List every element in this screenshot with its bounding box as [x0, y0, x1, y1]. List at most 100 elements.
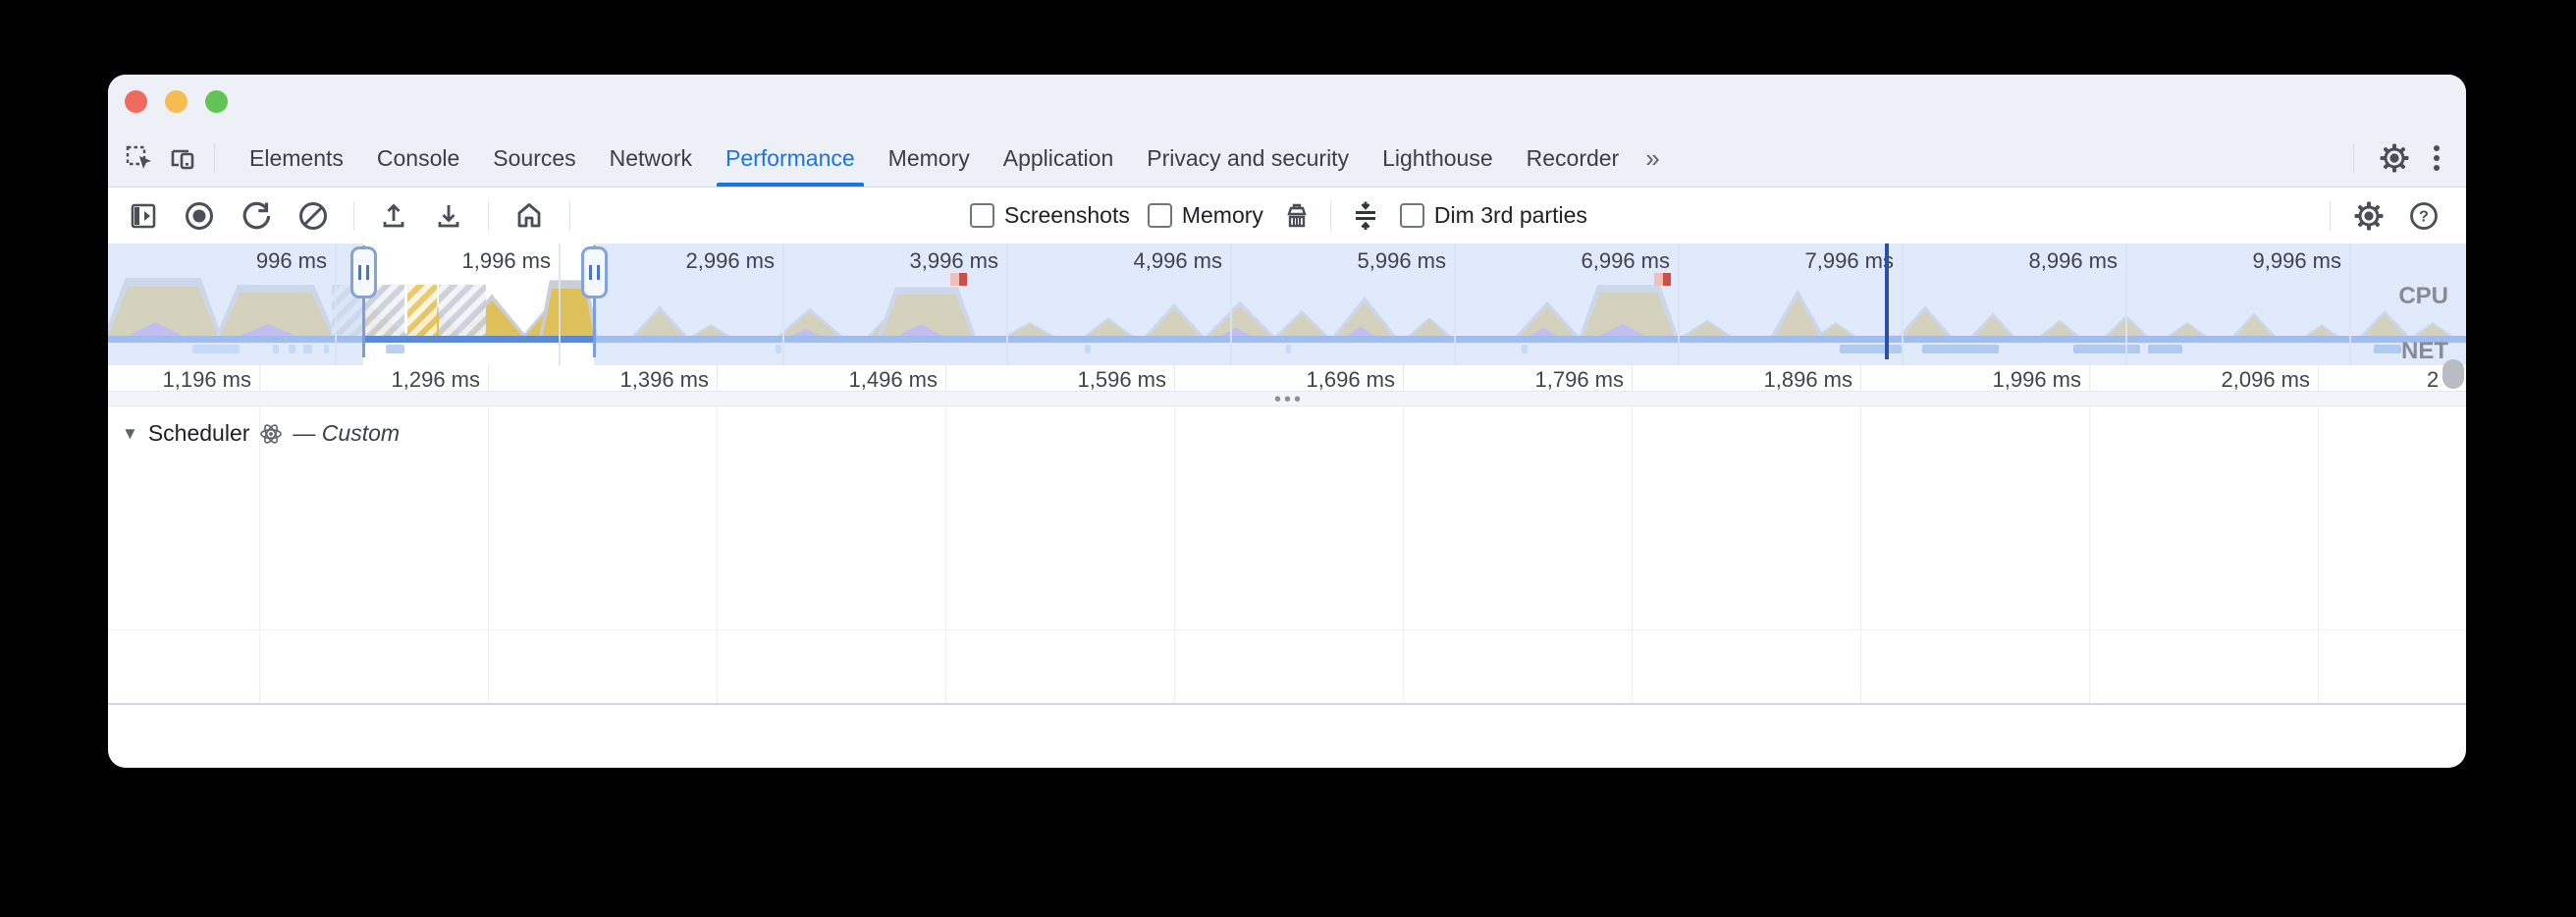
overview-time-label: 3,996 ms	[910, 248, 999, 274]
overview-gridline	[1902, 243, 1904, 365]
tab-application[interactable]: Application	[987, 130, 1131, 187]
ruler-time-label: 1,796 ms	[1535, 367, 1625, 393]
settings-gear-icon[interactable]	[2378, 141, 2411, 175]
left-window-handle[interactable]	[350, 246, 377, 298]
checkbox-box[interactable]	[970, 203, 994, 228]
track-gridline	[1403, 406, 1404, 703]
tab-privacy-and-security[interactable]: Privacy and security	[1130, 130, 1366, 187]
checkbox-box[interactable]	[1148, 203, 1172, 228]
memory-checkbox[interactable]: Memory	[1148, 202, 1263, 229]
toolbar-separator	[488, 201, 489, 231]
ruler-time-label: 1,496 ms	[849, 367, 939, 393]
dim-3rd-parties-checkbox[interactable]: Dim 3rd parties	[1400, 202, 1587, 229]
track-suffix: — Custom	[293, 420, 400, 447]
record-and-reload-icon[interactable]	[240, 199, 273, 233]
ruler-time-label: 1,696 ms	[1307, 367, 1396, 393]
long-task-marker	[950, 273, 967, 286]
capture-settings-gear-icon[interactable]	[2352, 199, 2386, 233]
tab-recorder[interactable]: Recorder	[1510, 130, 1637, 187]
toggle-device-toolbar-icon[interactable]	[167, 142, 198, 174]
ruler-gridline	[1632, 365, 1633, 391]
overview-time-label: 4,996 ms	[1134, 248, 1223, 274]
close-window-button[interactable]	[125, 90, 147, 113]
detail-time-ruler[interactable]: 1,196 ms1,296 ms1,396 ms1,496 ms1,596 ms…	[108, 365, 2466, 391]
screenshots-checkbox[interactable]: Screenshots	[970, 202, 1130, 229]
overview-gridline	[1678, 243, 1680, 365]
right-window-handle[interactable]	[581, 246, 608, 298]
more-tabs-icon[interactable]: »	[1636, 130, 1667, 187]
ruler-gridline	[1860, 365, 1861, 391]
scheduler-track-header[interactable]: ▼ Scheduler — Custom	[122, 420, 400, 447]
tab-elements[interactable]: Elements	[233, 130, 360, 187]
tab-lighthouse[interactable]: Lighthouse	[1366, 130, 1510, 187]
checkbox-box[interactable]	[1400, 203, 1424, 228]
memory-label: Memory	[1182, 202, 1263, 229]
tab-sources[interactable]: Sources	[476, 130, 592, 187]
kebab-menu-icon[interactable]	[2431, 141, 2442, 175]
clear-icon[interactable]	[296, 199, 330, 233]
ruler-gridline	[259, 365, 260, 391]
tab-performance[interactable]: Performance	[709, 130, 872, 187]
track-bottom-hairline	[108, 629, 2466, 630]
ruler-gridline	[1403, 365, 1404, 391]
devtools-tabbar: ElementsConsoleSourcesNetworkPerformance…	[108, 130, 2466, 188]
track-gridline	[488, 406, 489, 703]
ruler-gridline	[488, 365, 489, 391]
load-profile-icon[interactable]	[378, 200, 409, 232]
tab-network[interactable]: Network	[593, 130, 709, 187]
devtools-window: ElementsConsoleSourcesNetworkPerformance…	[108, 75, 2466, 768]
ruler-time-label: 1,196 ms	[163, 367, 252, 393]
svg-text:?: ?	[2419, 208, 2429, 225]
playhead-line	[1885, 243, 1889, 359]
overview-gridline	[782, 243, 784, 365]
toolbar-separator	[1330, 201, 1331, 231]
panel-tabs: ElementsConsoleSourcesNetworkPerformance…	[233, 130, 1668, 187]
panel-resize-divider[interactable]: •••	[108, 391, 2466, 406]
ruler-time-label: 1,596 ms	[1078, 367, 1167, 393]
overview-gridline	[1006, 243, 1008, 365]
toggle-sidebar-icon[interactable]	[128, 200, 159, 232]
flamechart-tracks[interactable]: ▼ Scheduler — Custom ▶Blocking▶Transitio…	[108, 406, 2466, 705]
ruler-time-label: 1,396 ms	[620, 367, 710, 393]
overview-time-label: 996 ms	[256, 248, 327, 274]
help-icon[interactable]: ?	[2407, 199, 2441, 233]
minimize-window-button[interactable]	[165, 90, 188, 113]
overview-time-label: 7,996 ms	[1805, 248, 1895, 274]
ruler-gridline	[717, 365, 718, 391]
tabbar-separator	[2353, 143, 2354, 173]
tab-console[interactable]: Console	[360, 130, 476, 187]
overview-time-label: 5,996 ms	[1358, 248, 1447, 274]
ruler-gridline	[1174, 365, 1175, 391]
vertical-scrollbar-thumb[interactable]	[2442, 359, 2464, 389]
inspect-element-icon[interactable]	[124, 142, 155, 174]
zoom-window-button[interactable]	[205, 90, 228, 113]
toolbar-separator	[2330, 201, 2331, 231]
collect-garbage-icon[interactable]	[1281, 200, 1313, 232]
overview-time-label: 9,996 ms	[2253, 248, 2342, 274]
overview-gridline	[1454, 243, 1456, 365]
overview-time-label: 6,996 ms	[1582, 248, 1671, 274]
overview-time-label: 1,996 ms	[462, 248, 552, 274]
collapse-triangle-icon[interactable]: ▼	[122, 424, 138, 444]
overview-dimmed-right	[594, 243, 2466, 365]
ruler-gridline	[2318, 365, 2319, 391]
ruler-gridline	[2089, 365, 2090, 391]
live-metrics-home-icon[interactable]	[512, 199, 546, 233]
overview-time-label: 8,996 ms	[2029, 248, 2119, 274]
track-gridline	[945, 406, 946, 703]
ruler-time-label: 1,996 ms	[1993, 367, 2082, 393]
record-icon[interactable]	[183, 199, 216, 233]
ruler-time-label: 1,896 ms	[1764, 367, 1853, 393]
track-gridline	[1174, 406, 1175, 703]
toolbar-separator	[569, 201, 570, 231]
net-lane-label: NET	[2401, 338, 2448, 365]
timeline-overview[interactable]: 996 ms1,996 ms2,996 ms3,996 ms4,996 ms5,…	[108, 243, 2466, 365]
tabbar-separator	[214, 143, 215, 173]
save-profile-icon[interactable]	[433, 200, 464, 232]
track-gridline	[2318, 406, 2319, 703]
collapse-tracks-icon[interactable]	[1349, 199, 1382, 233]
ruler-gridline	[945, 365, 946, 391]
tab-memory[interactable]: Memory	[872, 130, 987, 187]
track-gridline	[1632, 406, 1633, 703]
window-titlebar	[108, 75, 2466, 130]
